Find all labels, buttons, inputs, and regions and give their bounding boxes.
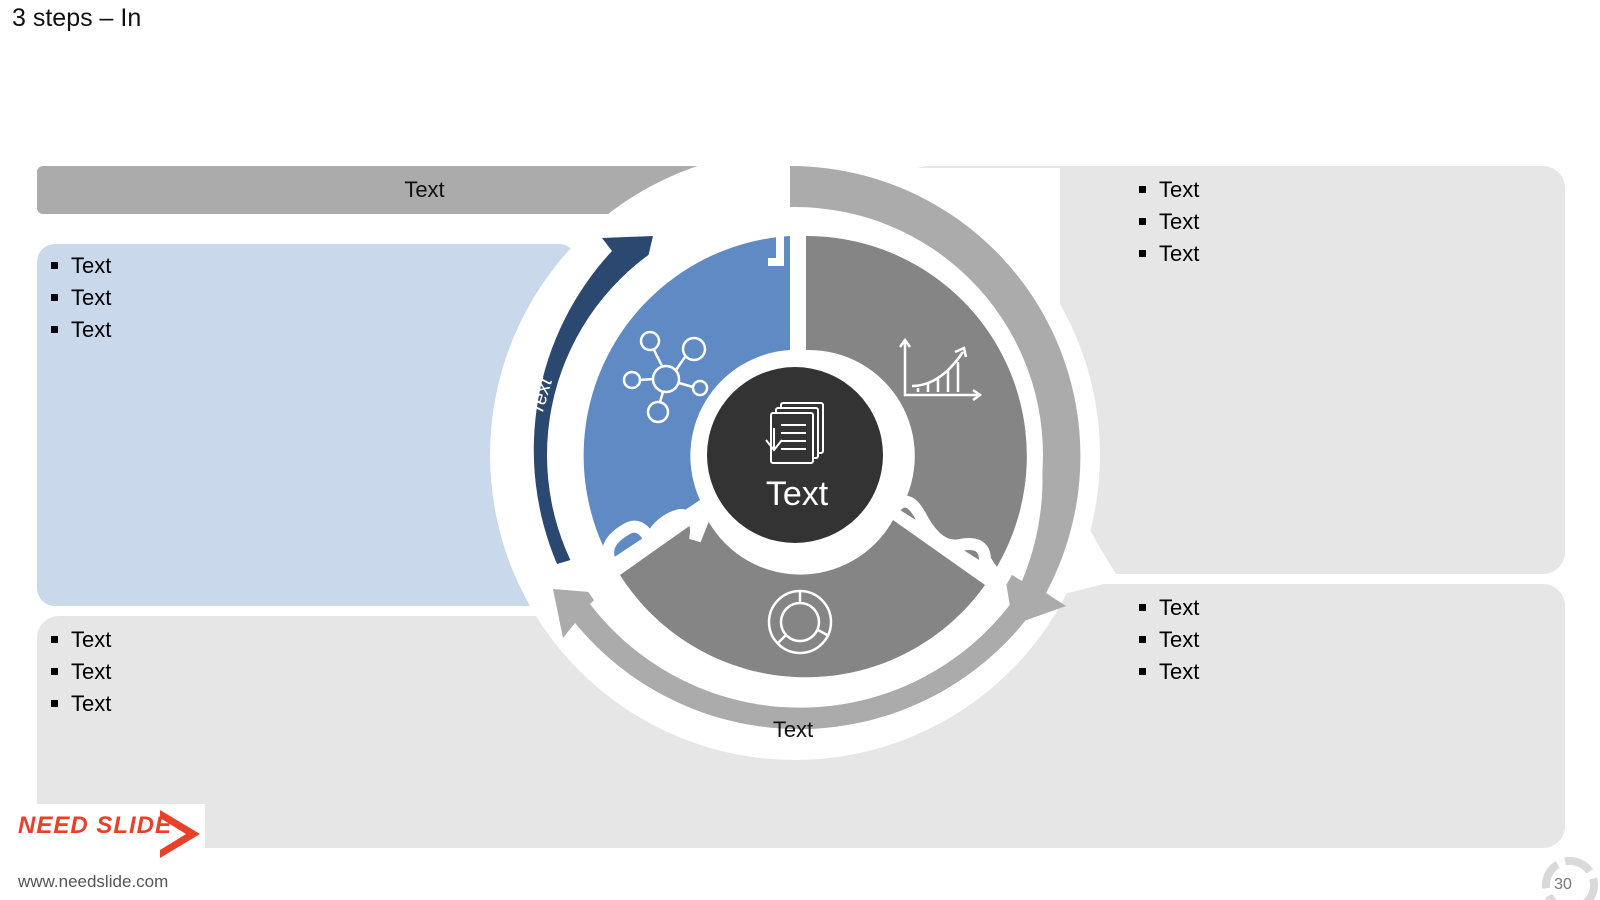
page-number: 30 [1554,876,1572,893]
segment-2 [806,235,1027,570]
left-bottom-bullets: Text Text Text [51,624,111,720]
needslide-logo [10,804,205,864]
right-bottom-bullets: Text Text Text [1139,592,1199,688]
bottom-arc-label: Text [773,717,813,742]
footer-url[interactable]: www.needslide.com [18,872,169,891]
list-item: Text [51,656,111,688]
growth-chart-icon [898,337,983,402]
documents-icon [765,402,824,464]
top-bar-label: Text [404,177,445,202]
list-item: Text [1139,592,1199,624]
list-item: Text [1139,238,1199,270]
donut-chart-icon [767,589,833,655]
outer-arc-top [790,165,1081,625]
segment-3 [620,515,985,678]
list-item: Text [51,314,111,346]
list-item: Text [51,282,111,314]
outer-arc-bottom [553,589,1029,730]
right-top-bullets: Text Text Text [1139,174,1199,270]
list-item: Text [1139,174,1199,206]
list-item: Text [51,624,111,656]
left-top-panel [37,244,577,606]
segment-1 [583,236,790,560]
logo-text: NEED SLIDE [18,812,173,839]
page-number-badge-icon [1542,857,1598,900]
connector-right [884,495,1001,581]
logo-arrow [160,810,200,858]
list-item: Text [1139,624,1199,656]
list-item: Text [1139,206,1199,238]
slide-title: 3 steps – In [12,4,142,32]
center-label: Text [766,475,829,513]
connector-left [602,508,711,571]
connector-top [768,236,784,266]
list-item: Text [51,688,111,720]
list-item: Text [51,250,111,282]
network-icon [622,330,709,424]
list-item: Text [1139,656,1199,688]
left-top-bullets: Text Text Text [51,250,111,346]
